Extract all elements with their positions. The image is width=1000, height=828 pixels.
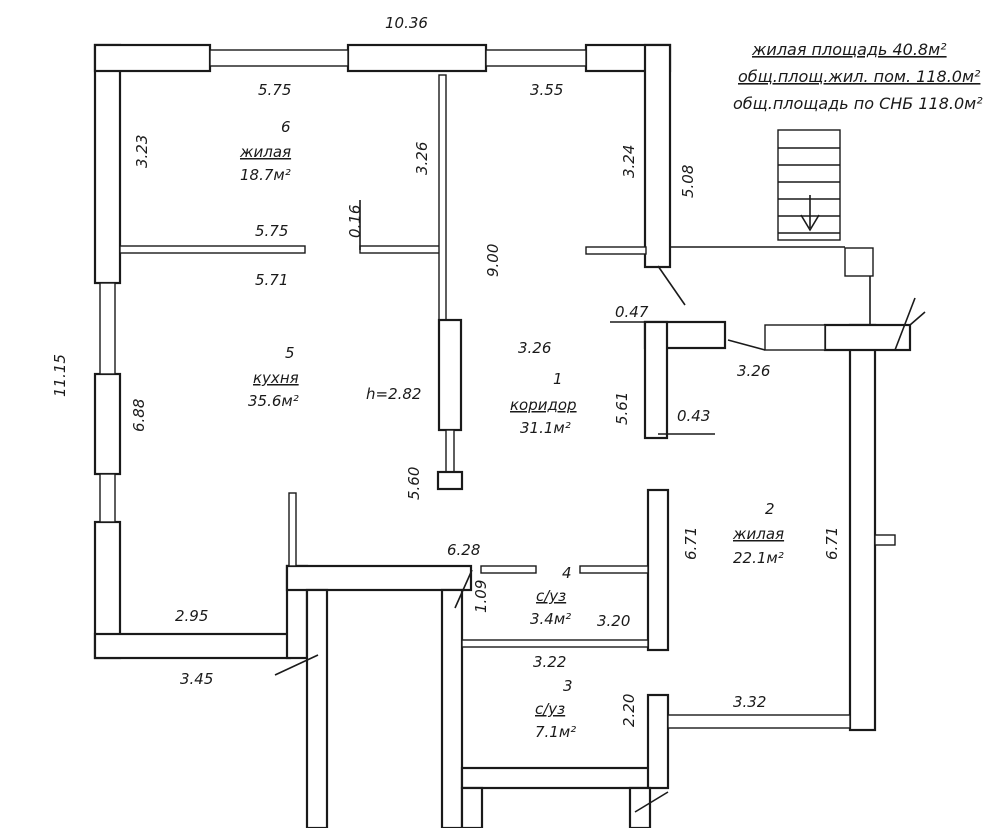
window-kitchen-lower bbox=[99, 473, 116, 523]
room4-area: 3.4м² bbox=[530, 610, 571, 628]
room6-number: 6 bbox=[281, 118, 291, 136]
dim-5-08: 5.08 bbox=[679, 165, 697, 198]
wall-top-left bbox=[93, 43, 212, 73]
wall-bottom-left bbox=[93, 632, 292, 660]
wall-vestibule-left bbox=[643, 320, 669, 440]
room5-name: кухня bbox=[253, 369, 299, 387]
room3-area: 7.1м² bbox=[535, 723, 576, 741]
dim-5-75-mid: 5.75 bbox=[255, 222, 288, 240]
window-room2 bbox=[667, 714, 851, 729]
dim-0-16: 0.16 bbox=[346, 205, 364, 238]
room5-number: 5 bbox=[285, 344, 295, 362]
dim-0-47: 0.47 bbox=[615, 303, 649, 321]
room2-name: жилая bbox=[732, 525, 784, 543]
partition-kitchen-lower bbox=[445, 429, 455, 473]
wall-bath-left bbox=[440, 588, 464, 828]
partition-corridor-top-right bbox=[585, 246, 647, 255]
window-room6 bbox=[209, 49, 349, 67]
room4-name: с/уз bbox=[536, 587, 566, 605]
room6-area: 18.7м² bbox=[240, 166, 291, 184]
partition-room6-corridor bbox=[359, 245, 445, 254]
wall-room2-right bbox=[848, 323, 877, 732]
room4-number: 4 bbox=[562, 564, 572, 582]
dim-5-71: 5.71 bbox=[255, 271, 288, 289]
dim-2-20: 2.20 bbox=[620, 694, 638, 727]
dim-5-75-top: 5.75 bbox=[258, 81, 291, 99]
partition-wc4-top-left bbox=[480, 565, 537, 574]
plan-lines bbox=[274, 129, 926, 813]
area-summary: жилая площадь 40.8м² общ.площ.жил. пом. … bbox=[733, 40, 983, 113]
wall-room2-left bbox=[646, 488, 670, 652]
wall-left-upper bbox=[93, 43, 122, 285]
partition-kitchen-corridor bbox=[437, 318, 463, 432]
wall-bath-bottom-left bbox=[460, 786, 484, 828]
room2-number: 2 bbox=[765, 500, 775, 518]
room3-number: 3 bbox=[563, 677, 573, 695]
dim-3-55: 3.55 bbox=[530, 81, 563, 99]
room1-area: 31.1м² bbox=[520, 419, 571, 437]
wall-bath-bottom bbox=[460, 766, 652, 790]
dim-6-71-in: 6.71 bbox=[682, 527, 700, 560]
dim-3-26-c: 3.26 bbox=[518, 339, 551, 357]
wall-stub-right bbox=[874, 534, 896, 546]
dim-6-71-out: 6.71 bbox=[823, 527, 841, 560]
walls bbox=[93, 43, 912, 828]
room1-name: коридор bbox=[510, 396, 577, 414]
dim-5-61: 5.61 bbox=[613, 392, 631, 425]
room-labels: 6 жилая 18.7м² 5 кухня 35.6м² 1 коридор … bbox=[239, 118, 784, 741]
partition-kitchen-stub bbox=[288, 492, 297, 567]
dimension-labels: 10.36 5.75 3.55 5.75 5.71 0.47 3.26 3.26… bbox=[51, 14, 841, 727]
wall-bath-bottom-right bbox=[628, 786, 652, 828]
dim-6-28: 6.28 bbox=[447, 541, 480, 559]
room3-name: с/уз bbox=[535, 700, 565, 718]
staircase bbox=[777, 129, 841, 241]
wall-right-upper bbox=[643, 43, 672, 269]
wall-porch-left bbox=[305, 588, 329, 828]
wall-left-middle bbox=[93, 372, 122, 476]
dim-3-32: 3.32 bbox=[733, 693, 766, 711]
room6-name: жилая bbox=[239, 143, 291, 161]
door-entry-frame bbox=[764, 324, 826, 351]
window-kitchen-upper bbox=[99, 282, 116, 375]
dim-5-60: 5.60 bbox=[405, 467, 423, 500]
dim-3-23: 3.23 bbox=[133, 135, 151, 168]
wall-top-middle bbox=[346, 43, 488, 73]
dim-11-15: 11.15 bbox=[51, 354, 69, 397]
ceiling-height: h=2.82 bbox=[366, 385, 421, 403]
dim-3-24: 3.24 bbox=[620, 145, 638, 178]
wall-bath-right bbox=[646, 693, 670, 790]
dim-6-88: 6.88 bbox=[130, 399, 148, 432]
summary-total-snb: общ.площадь по СНБ 118.0м² bbox=[733, 94, 983, 113]
dim-3-45: 3.45 bbox=[180, 670, 213, 688]
room5-area: 35.6м² bbox=[248, 392, 299, 410]
partition-room6-kitchen bbox=[119, 245, 306, 254]
stair-post bbox=[844, 247, 874, 277]
partition-room6-right bbox=[438, 74, 447, 321]
dim-10-36: 10.36 bbox=[385, 14, 428, 32]
dim-3-22: 3.22 bbox=[533, 653, 566, 671]
partition-kitchen-end bbox=[436, 470, 464, 491]
partition-wc4-wc3 bbox=[461, 639, 649, 648]
summary-living-area: жилая площадь 40.8м² bbox=[751, 40, 947, 59]
dim-0-43: 0.43 bbox=[677, 407, 710, 425]
room2-area: 22.1м² bbox=[733, 549, 784, 567]
window-corridor bbox=[485, 49, 587, 67]
dim-3-20: 3.20 bbox=[597, 612, 630, 630]
partition-wc4-top-right bbox=[579, 565, 649, 574]
room1-number: 1 bbox=[553, 370, 563, 388]
dim-3-26-r6: 3.26 bbox=[413, 142, 431, 175]
dim-2-95: 2.95 bbox=[175, 607, 208, 625]
dim-1-09: 1.09 bbox=[472, 580, 490, 613]
wall-kitchen-bottom bbox=[285, 564, 473, 592]
dim-3-26-r: 3.26 bbox=[737, 362, 770, 380]
summary-total-living: общ.площ.жил. пом. 118.0м² bbox=[738, 67, 981, 86]
dim-9-00: 9.00 bbox=[484, 244, 502, 277]
